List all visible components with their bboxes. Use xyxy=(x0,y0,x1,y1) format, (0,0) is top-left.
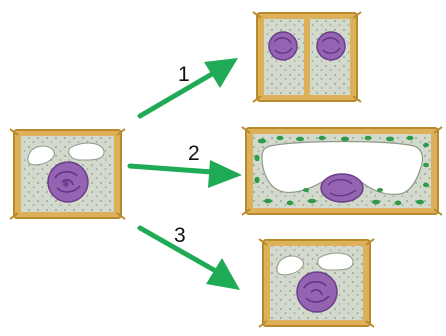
arrow-1-label: 1 xyxy=(178,63,190,86)
cell1-wall-corners xyxy=(252,11,362,103)
arrow-3-label: 3 xyxy=(174,224,186,247)
cell3-chromatin xyxy=(303,281,330,303)
outcome-cell-2 xyxy=(241,126,443,216)
cell3-vacuole-right xyxy=(317,252,354,271)
cell1-nucleus-left xyxy=(268,31,298,61)
outcome-cell-1 xyxy=(252,11,362,103)
cell2-central-vacuole xyxy=(261,140,424,195)
arrow-2-shaft xyxy=(127,163,215,175)
arrow-1-shaft xyxy=(137,71,215,119)
cell3-vacuole-left xyxy=(276,255,304,276)
parent-vacuole-left xyxy=(27,145,55,166)
cell2-chromatin xyxy=(327,178,357,197)
parent-nucleolus xyxy=(63,181,69,187)
cell1-chromatin-right xyxy=(321,37,341,54)
parent-cell xyxy=(9,128,126,220)
cell3-wall-corners xyxy=(258,238,375,328)
arrow-2-label: 2 xyxy=(188,142,200,165)
parent-wall-corners xyxy=(9,128,126,220)
cell2-wall-corners xyxy=(241,126,443,216)
cell2-chloroplasts xyxy=(254,135,429,206)
cell1-nucleus-right xyxy=(316,31,346,61)
arrow-1: 1 xyxy=(137,58,238,119)
cell1-chromatin-left xyxy=(273,37,293,54)
parent-chromatin xyxy=(54,171,81,193)
arrow-2-head xyxy=(208,160,242,188)
outcome-cell-3 xyxy=(258,238,375,328)
arrow-1-head xyxy=(204,58,238,88)
arrow-2: 2 xyxy=(127,142,242,188)
cell3-nucleus xyxy=(296,271,338,313)
cell2-nucleus xyxy=(320,173,364,203)
parent-vacuole-right xyxy=(68,142,105,161)
arrow-3: 3 xyxy=(137,224,240,290)
arrow-3-shaft xyxy=(137,225,217,273)
arrow-3-head xyxy=(206,258,240,290)
